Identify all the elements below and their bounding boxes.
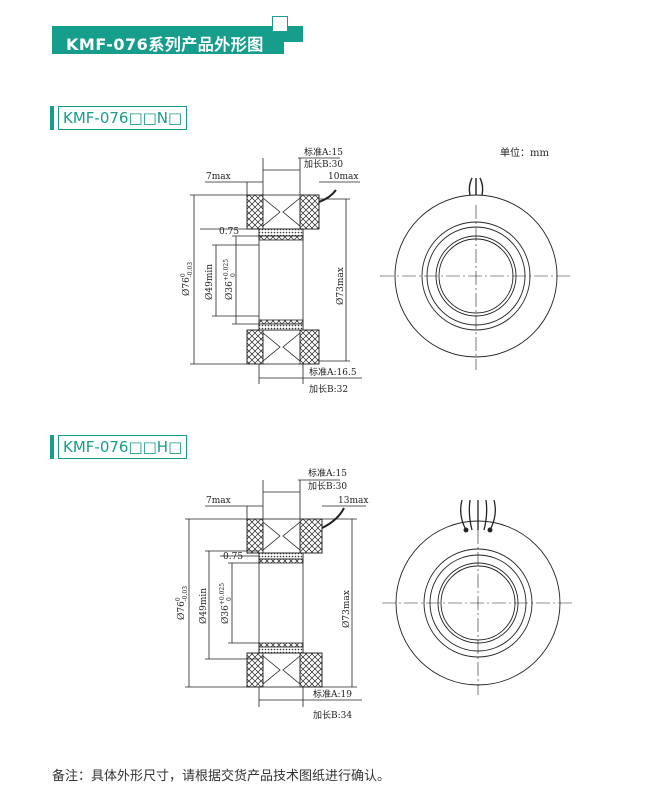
s1-d36: Ø36+0.0250 <box>223 259 237 300</box>
section-1-title: KMF-076□□N□ <box>58 106 188 130</box>
s2-gap: 0.75 <box>223 552 243 562</box>
s1-d49: Ø49min <box>204 264 215 300</box>
s1-top-std: 标准A:15 <box>304 146 343 158</box>
title-corner-outline <box>272 16 288 32</box>
section-1-marker <box>50 106 54 130</box>
s2-bot-std: 标准A:19 <box>313 688 352 700</box>
section-1-front-view <box>380 177 572 370</box>
section-2-side-view <box>185 479 366 707</box>
s1-d76: Ø760-0.03 <box>180 262 194 296</box>
s1-bot-ext: 加长B:32 <box>309 383 348 395</box>
s2-d36: Ø36+0.0250 <box>219 583 233 624</box>
s2-bot-ext: 加长B:34 <box>313 709 352 721</box>
s2-left-max: 7max <box>206 496 231 506</box>
title-bar <box>52 26 284 54</box>
section-2-title: KMF-076□□H□ <box>58 435 188 459</box>
unit-label: 单位：mm <box>500 146 549 159</box>
title-corner-fill <box>283 26 303 42</box>
s1-left-max: 7max <box>206 172 231 182</box>
s2-d49: Ø49min <box>198 588 209 624</box>
s2-d73: Ø73max <box>341 590 352 628</box>
section-2-dim-labels: 标准A:15 加长B:30 7max 13max 0.75 标准A:19 加长B… <box>175 467 368 721</box>
section-1-dim-labels: 标准A:15 加长B:30 7max 10max 0.75 标准A:16.5 加… <box>180 146 358 395</box>
s1-right-max: 10max <box>328 172 358 182</box>
section-2-marker <box>50 435 54 459</box>
footer-note: 备注：具体外形尺寸，请根据交货产品技术图纸进行确认。 <box>52 769 391 784</box>
s2-right-max: 13max <box>338 496 368 506</box>
section-2-front-view <box>382 499 574 695</box>
section-1-side-view <box>190 157 362 384</box>
s1-bot-std: 标准A:16.5 <box>309 366 357 378</box>
s1-gap: 0.75 <box>219 227 239 237</box>
s2-top-std: 标准A:15 <box>308 467 347 479</box>
s1-top-ext: 加长B:30 <box>304 158 343 170</box>
s2-d76: Ø760-0.03 <box>175 586 189 620</box>
page-title: KMF-076系列产品外形图 <box>66 35 264 54</box>
s1-d73: Ø73max <box>335 267 346 305</box>
s2-top-ext: 加长B:30 <box>308 480 347 492</box>
